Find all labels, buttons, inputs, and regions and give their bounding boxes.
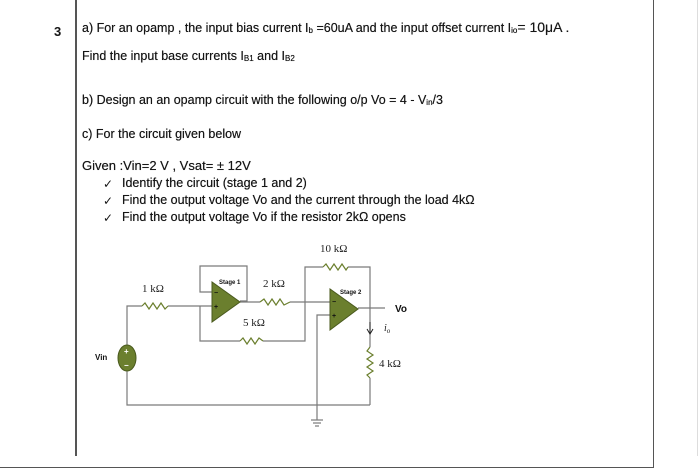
check-icon: ✓	[103, 194, 114, 208]
page-edge	[697, 0, 698, 456]
label-io: io	[384, 323, 391, 335]
part-b: b) Design an an opamp circuit with the f…	[82, 93, 443, 107]
resistor-10k	[322, 262, 349, 272]
circuit-diagram: + − − + − + 10 kΩ 1 kΩ 2 kΩ 5 kΩ 4 kΩ St…	[95, 243, 407, 427]
source-plus: +	[124, 347, 129, 356]
resistor-5k	[239, 336, 264, 346]
voltage-source-vin	[117, 344, 137, 372]
current-arrow-icon	[366, 322, 374, 335]
part-c-given: Given :Vin=2 V , Vsat= ± 12V	[82, 158, 251, 173]
label-2k: 2 kΩ	[263, 278, 285, 290]
bullet-item: Identify the circuit (stage 1 and 2)	[122, 176, 307, 190]
part-a-line1: a) For an opamp , the input bias current…	[82, 19, 570, 35]
label-stage1: Stage 1	[219, 280, 241, 286]
resistor-1k	[141, 301, 169, 311]
resistor-2k	[259, 297, 291, 307]
stage1-plus: +	[214, 304, 218, 311]
resistor-4k	[365, 346, 375, 379]
part-c-heading: c) For the circuit given below	[82, 127, 242, 141]
check-icon: ✓	[103, 177, 114, 191]
bullet-item: Find the output voltage Vo if the resist…	[122, 210, 406, 224]
label-5k: 5 kΩ	[243, 317, 265, 329]
label-1k: 1 kΩ	[142, 283, 164, 295]
resistors	[141, 262, 375, 379]
opamp-stage2	[329, 288, 359, 331]
stage1-minus: −	[214, 290, 218, 297]
part-a-line2: Find the input base currents IB1 and IB2	[82, 49, 295, 63]
label-vo: Vo	[395, 304, 407, 315]
label-vin: Vin	[95, 353, 107, 362]
wires	[126, 265, 385, 427]
question-number: 3	[54, 24, 62, 39]
label-10k: 10 kΩ	[320, 243, 347, 255]
label-stage2: Stage 2	[340, 290, 362, 296]
source-minus: −	[124, 361, 129, 370]
column-divider	[75, 0, 77, 456]
bullet-item: Find the output voltage Vo and the curre…	[122, 193, 475, 207]
opamp-stage1	[211, 281, 241, 323]
check-icon: ✓	[103, 211, 114, 225]
stage2-minus: −	[332, 299, 336, 306]
stage2-plus: +	[332, 313, 336, 320]
label-4k: 4 kΩ	[379, 358, 401, 370]
